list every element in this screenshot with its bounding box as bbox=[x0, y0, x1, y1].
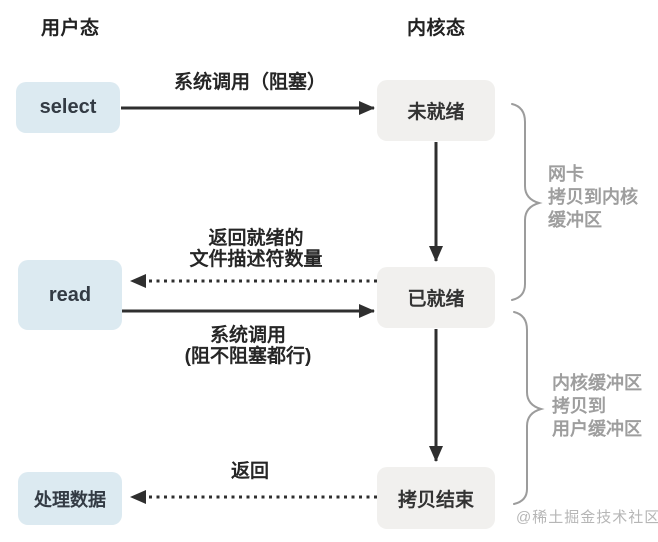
watermark: @稀土掘金技术社区 bbox=[516, 509, 658, 526]
brace-label-line: 网卡 bbox=[548, 164, 584, 184]
edge-label-line: 系统调用 bbox=[209, 325, 286, 346]
edge-label-syscall-nonblocking: 系统调用 (阻不阻塞都行) bbox=[150, 325, 346, 367]
node-select: select bbox=[16, 82, 120, 133]
brace-label-line: 缓冲区 bbox=[548, 210, 602, 230]
brace-label-line: 拷贝到内核 bbox=[548, 187, 638, 207]
edge-label-return-ready-fds: 返回就绪的 文件描述符数量 bbox=[158, 228, 354, 270]
brace-label-line: 内核缓冲区 bbox=[552, 373, 642, 393]
edge-label-line: 返回就绪的 bbox=[208, 228, 304, 249]
brace-label-line: 拷贝到 bbox=[552, 396, 606, 416]
brace-label-line: 用户缓冲区 bbox=[552, 419, 642, 439]
node-ready: 已就绪 bbox=[377, 267, 495, 328]
brace-nic-to-kernel bbox=[511, 103, 543, 301]
brace-kernel-to-user bbox=[513, 311, 545, 505]
edge-label-line: 文件描述符数量 bbox=[189, 249, 323, 270]
edge-label-line: (阻不阻塞都行) bbox=[184, 346, 312, 367]
brace-label-nic-to-kernel: 网卡 拷贝到内核 缓冲区 bbox=[548, 163, 638, 232]
node-copy-done: 拷贝结束 bbox=[377, 467, 495, 529]
node-not-ready: 未就绪 bbox=[377, 80, 495, 141]
column-header-kernel-mode: 内核态 bbox=[407, 18, 466, 39]
edge-label-syscall-blocking: 系统调用（阻塞） bbox=[173, 72, 326, 93]
brace-label-kernel-to-user: 内核缓冲区 拷贝到 用户缓冲区 bbox=[552, 372, 642, 441]
node-read: read bbox=[18, 260, 122, 330]
node-process-data: 处理数据 bbox=[18, 472, 122, 525]
column-header-user-mode: 用户态 bbox=[41, 18, 100, 39]
edge-label-return: 返回 bbox=[230, 461, 269, 482]
